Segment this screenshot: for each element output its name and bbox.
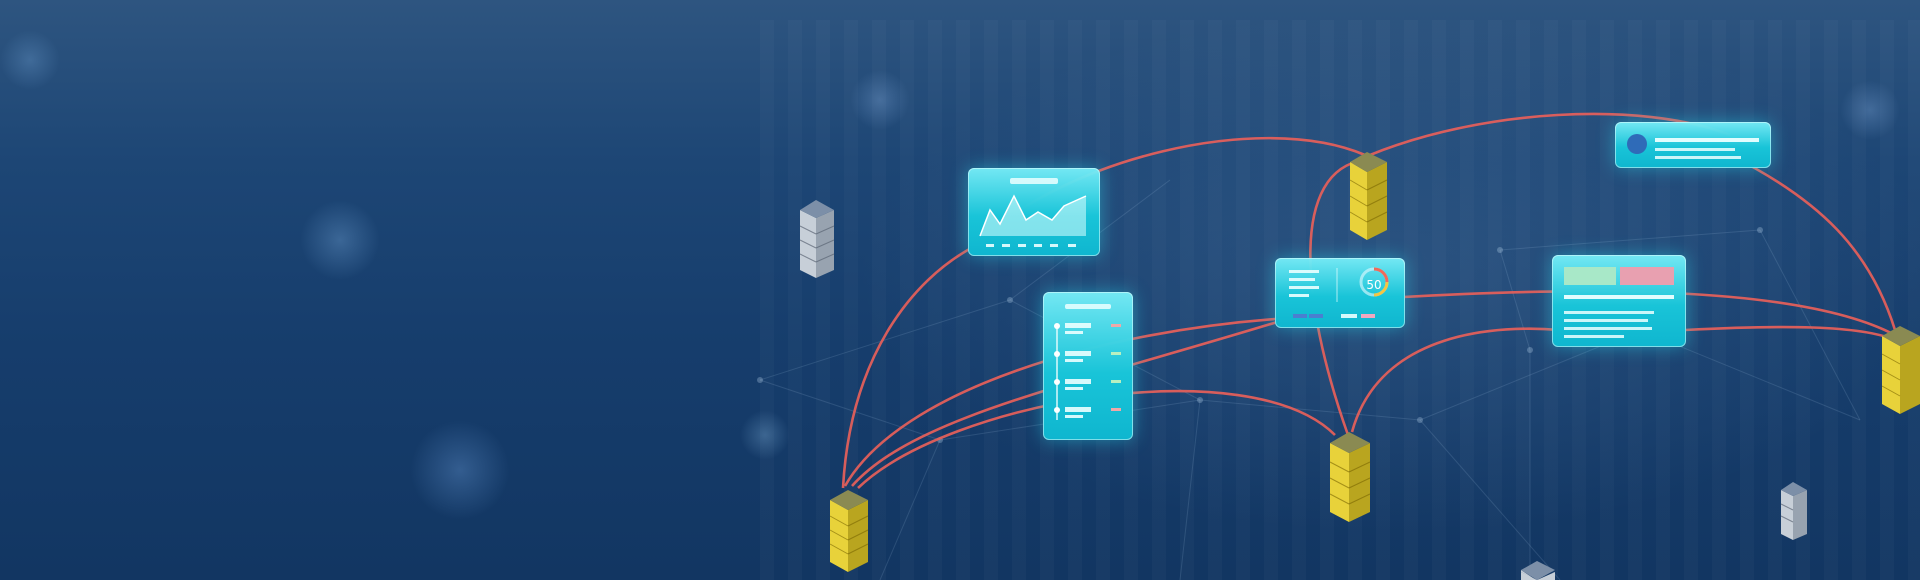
- gauge-icon: [1289, 267, 1389, 318]
- yellow-server-tower: [1329, 432, 1371, 522]
- panel-header-bar: [1065, 304, 1111, 309]
- dashboard-panel: [1552, 255, 1686, 347]
- line-chart-icon: [979, 194, 1087, 247]
- yellow-server-tower: [1881, 326, 1920, 414]
- chart-panel: [968, 168, 1100, 256]
- dashboard-card-icon: [1564, 267, 1674, 338]
- yellow-server-tower: [829, 490, 869, 572]
- gauge-panel: [1275, 258, 1405, 328]
- timeline-list-icon: [1054, 323, 1121, 420]
- profile-panel: [1615, 122, 1771, 168]
- timeline-panel: [1043, 292, 1133, 440]
- gray-server-tower: [1521, 561, 1555, 580]
- profile-card-icon: [1627, 134, 1759, 159]
- gauge-value: 50: [1366, 278, 1382, 292]
- gray-server-tower: [799, 200, 835, 278]
- chart-title-bar: [1010, 178, 1058, 184]
- gray-server-tower: [1780, 482, 1807, 540]
- yellow-server-tower: [1349, 152, 1388, 240]
